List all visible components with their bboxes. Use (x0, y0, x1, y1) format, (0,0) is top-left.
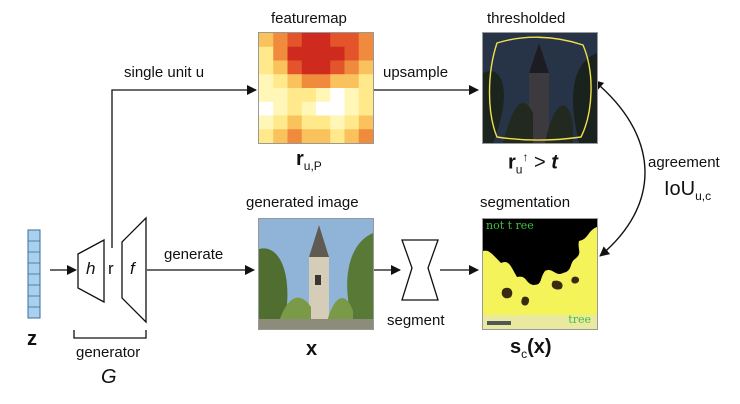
heatmap-cell (287, 33, 303, 48)
heatmap-cell (287, 88, 303, 103)
heatmap-cell (273, 33, 288, 48)
agreement-label: agreement (648, 154, 720, 171)
f-label: f (130, 259, 135, 278)
heatmap-cell (301, 88, 317, 103)
heatmap-cell (316, 129, 331, 143)
arrow-unit-to-featuremap (111, 85, 257, 248)
heatmap-cell (316, 33, 331, 48)
segmentation-symbol: sc(x) (510, 336, 552, 361)
heatmap-cell (358, 129, 373, 143)
generate-label: generate (164, 246, 224, 263)
heatmap-cell (344, 60, 360, 75)
thresholded-image (482, 32, 598, 144)
tree-label: tree (568, 313, 591, 326)
generator-bracket (73, 330, 147, 339)
heatmap-cell (273, 60, 288, 75)
heatmap-cell (316, 115, 331, 130)
featuremap-title: featuremap (271, 10, 347, 27)
heatmap-cell (301, 115, 317, 130)
heatmap-cell (316, 101, 331, 116)
heatmap-cell (330, 33, 345, 48)
upsample-label: upsample (383, 64, 449, 81)
heatmap-cell (344, 46, 360, 61)
heatmap-cell (259, 60, 274, 75)
heatmap-cell (316, 74, 331, 89)
heatmap-cell (301, 74, 317, 89)
heatmap-cell (344, 115, 360, 130)
featuremap-heatmap (258, 32, 374, 144)
featuremap-symbol: ru,P (296, 148, 322, 173)
h-block (77, 238, 105, 304)
heatmap-cell (358, 115, 373, 130)
generated-image-title: generated image (246, 194, 359, 211)
heatmap-cell (287, 129, 303, 143)
heatmap-cell (301, 33, 317, 48)
single-unit-label: single unit u (124, 64, 205, 81)
thresholded-title: thresholded (487, 10, 566, 27)
heatmap-cell (330, 129, 345, 143)
iou-symbol: IoUu,c (664, 178, 712, 203)
heatmap-cell (358, 74, 373, 89)
heatmap-cell (301, 46, 317, 61)
h-label: h (86, 259, 96, 278)
z-vector (27, 229, 41, 319)
heatmap-cell (301, 60, 317, 75)
segment-label: segment (387, 312, 445, 329)
image-symbol: x (306, 338, 318, 360)
thresholded-symbol: ru↑ > t (508, 150, 558, 177)
heatmap-cell (330, 115, 345, 130)
heatmap-cell (344, 74, 360, 89)
heatmap-cell (316, 88, 331, 103)
heatmap-cell (273, 46, 288, 61)
heatmap-cell (259, 74, 274, 89)
heatmap-cell (273, 88, 288, 103)
heatmap-cell (259, 101, 274, 116)
heatmap-cell (330, 60, 345, 75)
not-tree-label: not t ree (486, 219, 534, 232)
heatmap-cell (259, 33, 274, 48)
heatmap-cell (358, 46, 373, 61)
heatmap-cell (287, 101, 303, 116)
heatmap-cell (273, 115, 288, 130)
heatmap-cell (259, 129, 274, 143)
heatmap-cell (358, 60, 373, 75)
heatmap-cell (330, 101, 345, 116)
heatmap-cell (273, 129, 288, 143)
heatmap-cell (287, 46, 303, 61)
agreement-arrow (593, 79, 646, 257)
heatmap-cell (301, 129, 317, 143)
r-label: r (108, 259, 114, 278)
heatmap-cell (316, 46, 331, 61)
heatmap-cell (344, 101, 360, 116)
segmentation-mask: not t ree tree (482, 218, 598, 330)
segmenter-block (401, 239, 439, 301)
generator-label: generator (76, 344, 141, 361)
heatmap-cell (301, 101, 317, 116)
heatmap-cell (287, 74, 303, 89)
heatmap-cell (344, 129, 360, 143)
generator-symbol: G (101, 366, 117, 388)
heatmap-cell (358, 101, 373, 116)
heatmap-cell (316, 60, 331, 75)
heatmap-cell (330, 46, 345, 61)
heatmap-cell (358, 33, 373, 48)
heatmap-cell (273, 101, 288, 116)
heatmap-cell (287, 60, 303, 75)
heatmap-cell (259, 46, 274, 61)
segmentation-title: segmentation (480, 194, 571, 211)
heatmap-cell (273, 74, 288, 89)
heatmap-cell (330, 88, 345, 103)
heatmap-cell (358, 88, 373, 103)
z-symbol: z (27, 328, 37, 350)
heatmap-cell (259, 115, 274, 130)
heatmap-cell (344, 33, 360, 48)
heatmap-cell (259, 88, 274, 103)
heatmap-cell (330, 74, 345, 89)
f-block (121, 216, 147, 324)
heatmap-cell (287, 115, 303, 130)
generated-image (258, 218, 374, 330)
heatmap-cell (344, 88, 360, 103)
